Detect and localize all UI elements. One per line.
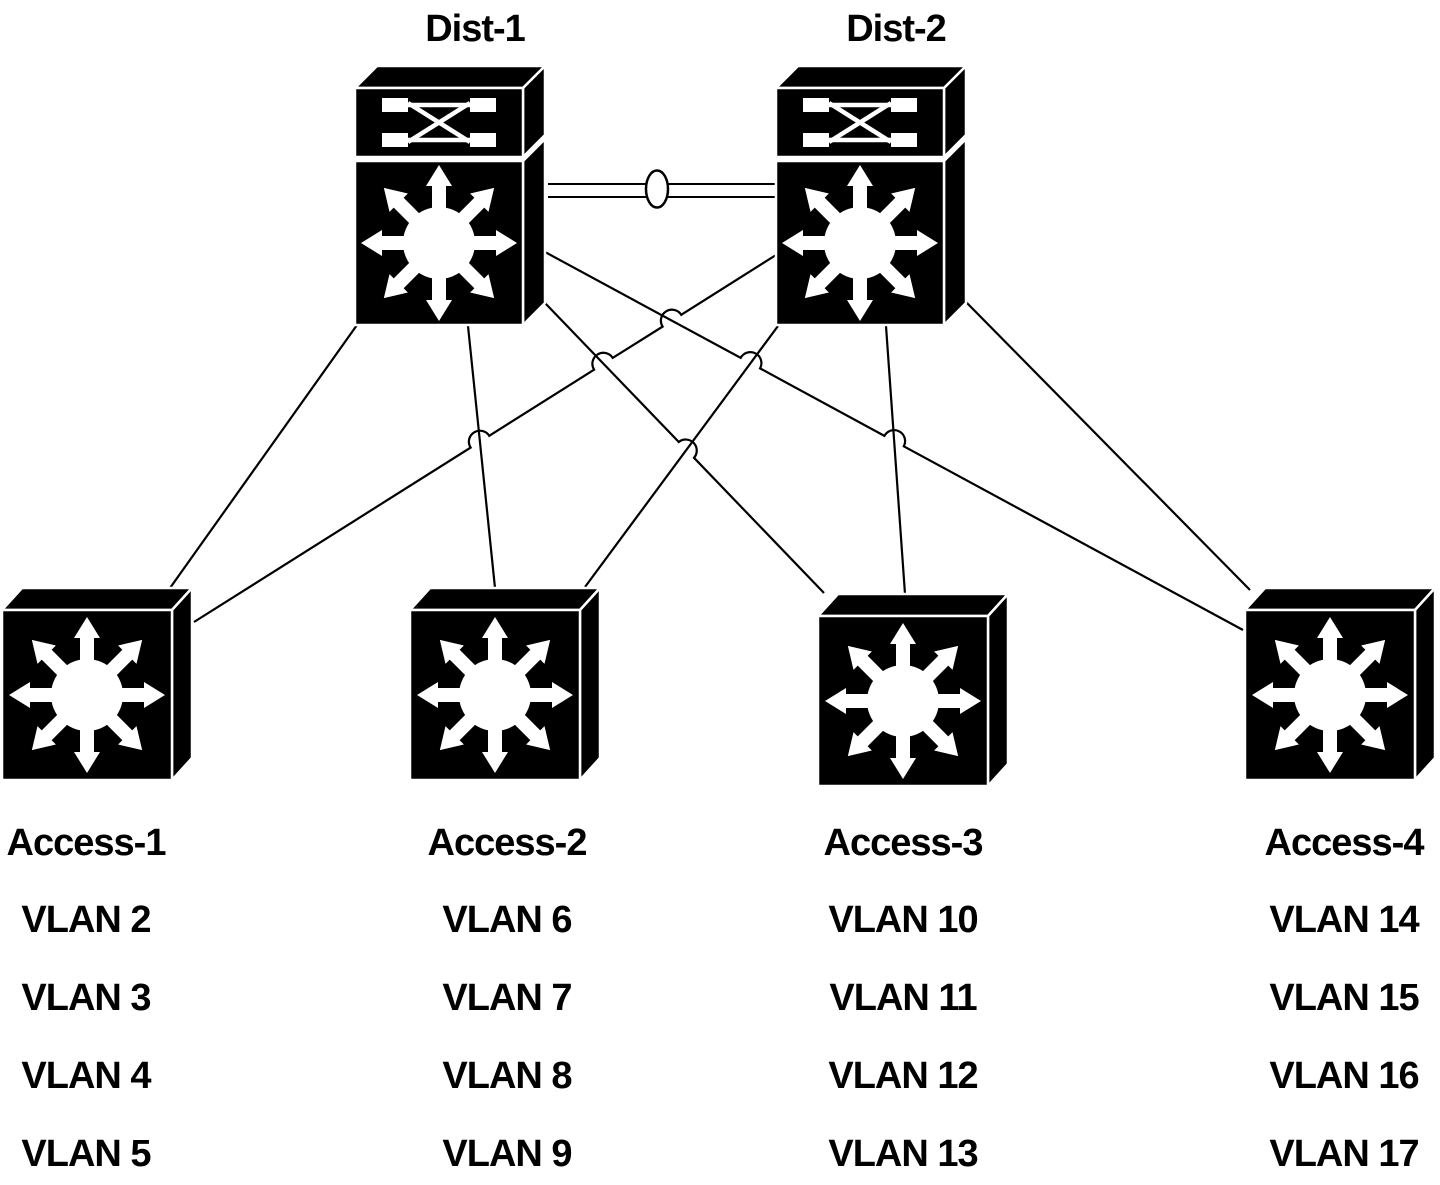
workgroup-switch-icon-access-4	[1245, 588, 1435, 780]
link-dist2-access4	[965, 301, 1251, 591]
workgroup-switch-icon-access-2	[410, 588, 600, 780]
access-3-vlan-3: VLAN 12	[828, 1055, 978, 1097]
access-2-vlan-2: VLAN 7	[442, 977, 572, 1019]
link-dist1-access4	[544, 251, 1244, 631]
access-1-label: Access-1	[6, 822, 167, 864]
access-2-vlan-1: VLAN 6	[442, 899, 572, 941]
access-1-vlan-2: VLAN 3	[21, 977, 151, 1019]
link-dist2-access1	[193, 254, 777, 623]
switch-icons	[2, 66, 1435, 786]
access-4-vlan-1: VLAN 14	[1269, 899, 1419, 941]
access-2-vlan-3: VLAN 8	[442, 1055, 572, 1097]
access-1-vlan-3: VLAN 4	[21, 1055, 151, 1097]
access-1-vlan-4: VLAN 5	[21, 1133, 151, 1175]
dist-1-label: Dist-1	[425, 8, 526, 50]
link-dist2-access3	[884, 325, 907, 595]
access-3-vlan-1: VLAN 10	[828, 899, 978, 941]
workgroup-switch-icon-access-1	[2, 588, 192, 780]
multilayer-switch-icon-dist-1	[355, 66, 545, 325]
uplink-lines	[169, 251, 1251, 631]
etherchannel-link	[548, 169, 776, 209]
access-3-label: Access-3	[823, 822, 984, 864]
access-2-label: Access-2	[427, 822, 588, 864]
access-4-vlan-3: VLAN 16	[1269, 1055, 1419, 1097]
access-2-vlan-4: VLAN 9	[442, 1133, 572, 1175]
access-4-label: Access-4	[1264, 822, 1425, 864]
access-3-vlan-4: VLAN 13	[828, 1133, 978, 1175]
link-dist1-access3	[544, 302, 825, 594]
multilayer-switch-icon-dist-2	[776, 66, 966, 325]
workgroup-switch-icon-access-3	[818, 594, 1008, 786]
link-dist2-access2	[584, 325, 779, 588]
access-4-vlan-4: VLAN 17	[1269, 1133, 1419, 1175]
link-dist1-access1	[169, 324, 358, 589]
access-3-vlan-2: VLAN 11	[829, 977, 977, 1019]
etherchannel-oval-icon	[644, 169, 670, 209]
access-1-vlan-1: VLAN 2	[21, 899, 151, 941]
access-4-vlan-2: VLAN 15	[1269, 977, 1419, 1019]
link-dist1-access2	[466, 325, 497, 589]
dist-2-label: Dist-2	[846, 8, 947, 50]
